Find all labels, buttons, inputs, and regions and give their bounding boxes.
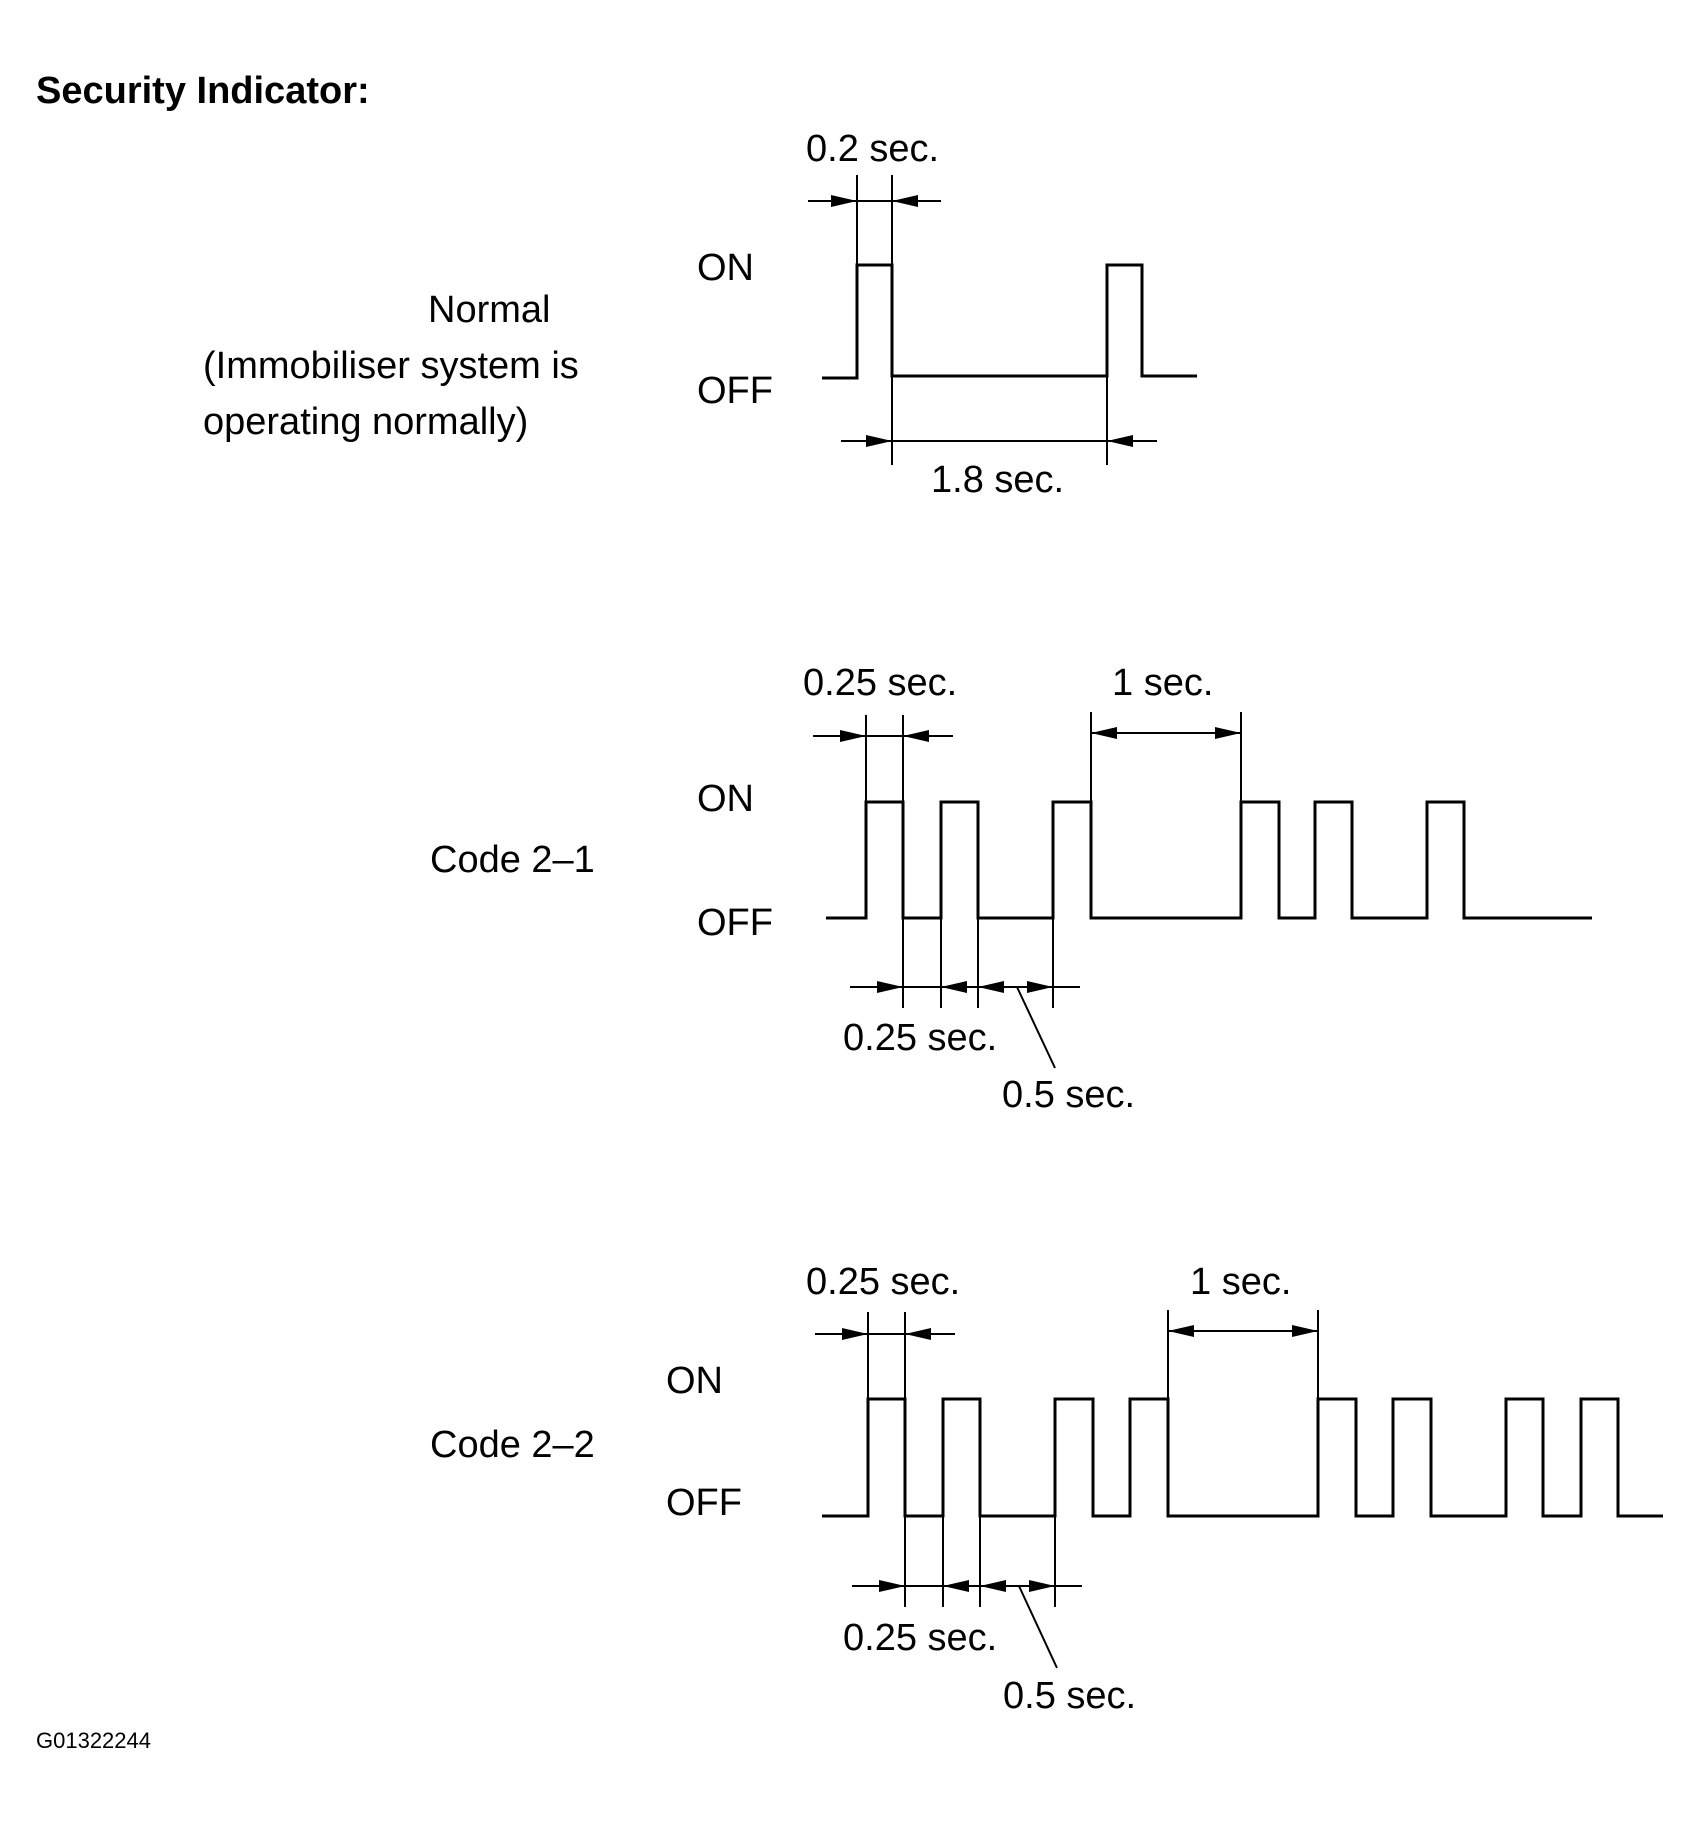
code21-on-label: ON: [697, 778, 754, 820]
code22-off-label: OFF: [666, 1482, 742, 1524]
arrow-left-icon: [1107, 435, 1133, 447]
arrow-right-icon: [866, 435, 892, 447]
arrow-left-icon: [905, 1328, 931, 1340]
arrow-left-icon: [980, 1580, 1006, 1592]
code22-long-off-leader: [1018, 1585, 1058, 1669]
arrow-left-icon: [978, 981, 1004, 993]
arrow-left-icon: [1168, 1325, 1194, 1337]
figure-id: G01322244: [36, 1728, 151, 1753]
arrow-right-icon: [842, 1328, 868, 1340]
code21-gap-time: 1 sec.: [1112, 662, 1213, 704]
code21-diagram: Code 2–1 ON OFF 0.25 sec. 1 sec. 0.25 se…: [430, 662, 1592, 1116]
normal-off-label: OFF: [697, 370, 773, 412]
code21-off-label: OFF: [697, 902, 773, 944]
normal-label-line2: (Immobiliser system is: [203, 345, 579, 387]
code21-short-off-time: 0.25 sec.: [843, 1017, 997, 1059]
code22-diagram: Code 2–2 ON OFF 0.25 sec. 1 sec. 0.25 se…: [430, 1261, 1663, 1717]
code22-label: Code 2–2: [430, 1424, 595, 1466]
normal-on-time: 0.2 sec.: [806, 128, 939, 170]
arrow-left-icon: [943, 1580, 969, 1592]
code22-short-off-time: 0.25 sec.: [843, 1617, 997, 1659]
arrow-left-icon: [903, 730, 929, 742]
normal-label-line3: operating normally): [203, 401, 528, 443]
arrow-right-icon: [1215, 727, 1241, 739]
arrow-right-icon: [879, 1580, 905, 1592]
arrow-right-icon: [877, 981, 903, 993]
code21-long-off-leader: [1016, 986, 1056, 1069]
code22-pulse-time: 0.25 sec.: [806, 1261, 960, 1303]
code21-pulse-time: 0.25 sec.: [803, 662, 957, 704]
code21-long-off-time: 0.5 sec.: [1002, 1074, 1135, 1116]
code22-waveform: [822, 1397, 1663, 1518]
page-title: Security Indicator:: [36, 70, 370, 112]
arrow-right-icon: [831, 195, 857, 207]
normal-waveform: [822, 263, 1197, 380]
code22-long-off-time: 0.5 sec.: [1003, 1675, 1136, 1717]
arrow-left-icon: [941, 981, 967, 993]
code21-label: Code 2–1: [430, 839, 595, 881]
arrow-right-icon: [840, 730, 866, 742]
normal-off-time: 1.8 sec.: [931, 459, 1064, 501]
arrow-left-icon: [892, 195, 918, 207]
arrow-right-icon: [1027, 981, 1053, 993]
arrow-right-icon: [1029, 1580, 1055, 1592]
arrow-right-icon: [1292, 1325, 1318, 1337]
code22-on-label: ON: [666, 1360, 723, 1402]
arrow-left-icon: [1091, 727, 1117, 739]
code21-waveform: [826, 800, 1592, 920]
normal-label-line1: Normal: [428, 289, 550, 331]
normal-on-label: ON: [697, 247, 754, 289]
code22-gap-time: 1 sec.: [1190, 1261, 1291, 1303]
normal-diagram: Normal (Immobiliser system is operating …: [203, 128, 1197, 501]
